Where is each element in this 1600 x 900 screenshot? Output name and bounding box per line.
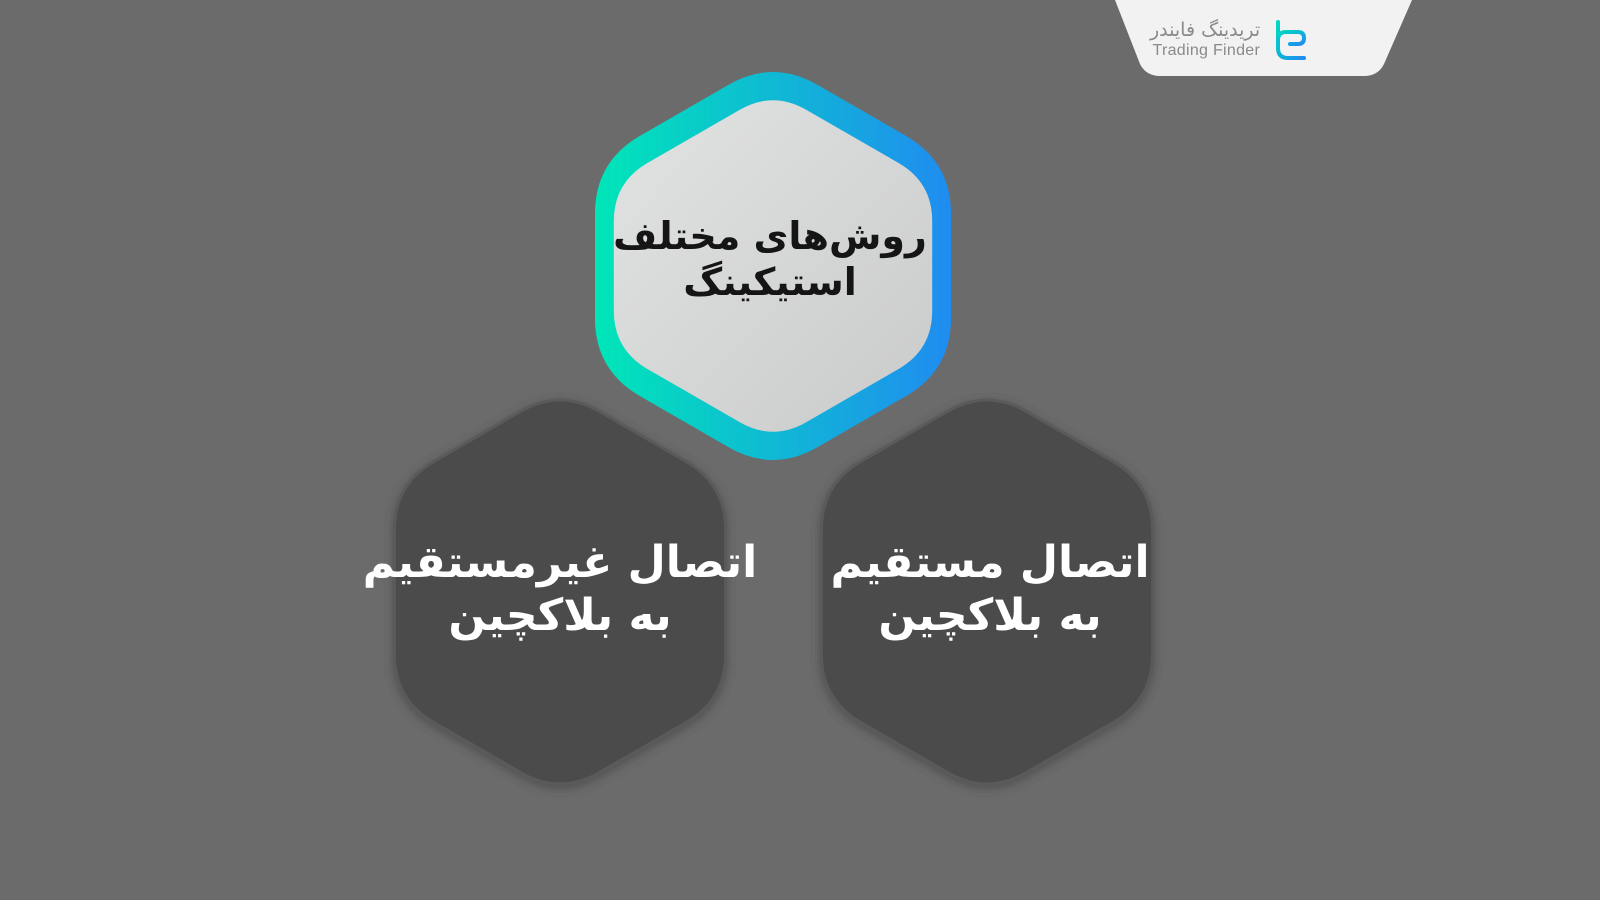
direct-connection-hexagon [819, 398, 1155, 786]
trading-finder-logo-icon [1276, 20, 1307, 60]
direct-label-line-1: اتصال مستقیم [830, 537, 1150, 589]
indirect-label-line-2: به بلاکچین [448, 590, 672, 641]
logo-name-persian: تریدینگ فایندر [1150, 18, 1261, 41]
logo-name-english: Trading Finder [1152, 41, 1261, 59]
center-hexagon-fill [613, 100, 933, 432]
indirect-label-line-1: اتصال غیرمستقیم [362, 537, 758, 589]
center-title-line-1: روش‌های مختلف [613, 214, 927, 259]
direct-connection-label: اتصال مستقیم به بلاکچین [800, 510, 1180, 670]
center-title-line-2: استیکینگ [683, 260, 857, 304]
logo-wordmark: تریدینگ فایندر Trading Finder [1150, 18, 1261, 60]
indirect-connection-hexagon [392, 398, 728, 786]
center-hexagon-title: روش‌های مختلف استیکینگ [600, 180, 940, 340]
trading-finder-logo[interactable]: تریدینگ فایندر Trading Finder [1150, 18, 1308, 62]
logo-tab-background [1115, 0, 1412, 76]
direct-label-line-2: به بلاکچین [878, 590, 1102, 641]
indirect-connection-label: اتصال غیرمستقیم به بلاکچین [363, 510, 757, 670]
